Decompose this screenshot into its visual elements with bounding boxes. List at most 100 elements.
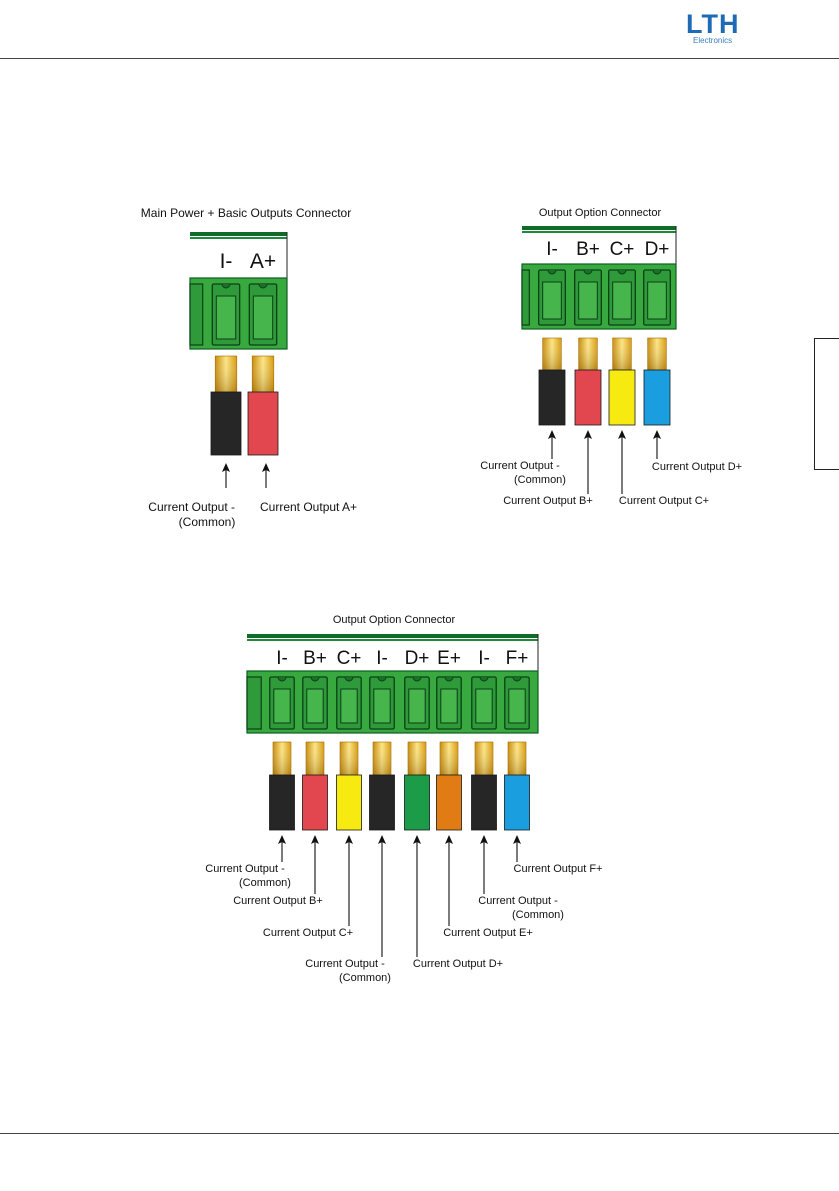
output-label: Current Output - [478,895,558,907]
terminal-screw-recess [612,281,632,320]
wire-ferrule-shade [612,338,632,370]
output-label: (Common) [512,909,564,921]
output-label: Current Output C+ [619,495,709,507]
terminal-notch [444,676,454,682]
wire-green [404,774,430,831]
wire-ferrule-shade [647,338,667,370]
terminal-label: I- [276,648,288,669]
terminal-screw-recess [475,688,493,724]
terminal-notch [277,676,287,682]
wire-black [538,369,566,426]
terminal-label: I- [220,250,233,273]
terminal-notch [512,676,522,682]
pointer-arrow-head [278,835,286,844]
wire-red [247,391,279,456]
terminal-notch [652,269,662,275]
terminal-screw-recess [252,295,274,340]
terminal-slot-partial [189,283,204,346]
output-label: Current Output C+ [263,927,353,939]
terminal-notch [479,676,489,682]
footer-rule [0,1133,839,1134]
output-label: (Common) [514,474,566,486]
output-label: (Common) [339,972,391,984]
terminal-notch [258,283,268,289]
wire-red [302,774,328,831]
terminal-label: I- [478,648,490,669]
connector-top-edge [190,237,287,239]
terminal-slot-partial [521,269,530,326]
wire-black [369,774,395,831]
wire-ferrule-shade [306,742,324,775]
connector-title: Output Option Connector [333,614,456,626]
wire-ferrule-shade [475,742,493,775]
terminal-screw-recess [408,688,426,724]
wire-blue [504,774,530,831]
terminal-screw-recess [440,688,458,724]
wire-black [471,774,497,831]
logo-sub-text: Electronics [693,36,733,45]
terminal-label: C+ [337,648,362,669]
terminal-screw-recess [215,295,237,340]
wire-red [574,369,602,426]
output-label: Current Output - [480,460,560,472]
pointer-arrow-head [480,835,488,844]
wire-orange [436,774,462,831]
connector-top-edge [522,231,676,233]
terminal-screw-recess [578,281,598,320]
wire-ferrule-shade [215,356,237,392]
terminal-screw-recess [306,688,324,724]
wire-ferrule-shade [440,742,458,775]
wire-yellow [336,774,362,831]
side-tab [814,338,839,470]
wire-ferrule-shade [508,742,526,775]
terminal-notch [617,269,627,275]
output-label: Current Output D+ [413,958,503,970]
connector-top-edge [247,634,538,638]
terminal-screw-recess [647,281,667,320]
terminal-label-strip [522,238,676,264]
pointer-arrow-head [653,430,661,439]
output-label: (Common) [179,515,236,529]
wire-ferrule-shade [252,356,274,392]
pointer-arrow-head [618,430,626,439]
output-label: Current Output - [148,500,235,514]
terminal-label: C+ [610,239,635,260]
terminal-notch [344,676,354,682]
wire-ferrule-shade [373,742,391,775]
wire-ferrule-shade [273,742,291,775]
output-label: Current Output D+ [652,461,742,473]
terminal-label: B+ [303,648,327,669]
terminal-label: I- [546,239,558,260]
output-label: Current Output F+ [514,863,603,875]
terminal-label-strip [190,246,287,278]
header-rule [0,58,839,59]
output-label: (Common) [239,877,291,889]
pointer-arrow-head [548,430,556,439]
output-label: Current Output A+ [260,500,357,514]
pointer-arrow-head [262,463,270,472]
output-label: Current Output B+ [503,495,593,507]
pointer-arrow-head [413,835,421,844]
connector-top-edge [522,226,676,230]
terminal-label: D+ [645,239,670,260]
wire-ferrule-shade [340,742,358,775]
connector-title: Output Option Connector [539,207,662,219]
pointer-arrow-head [345,835,353,844]
terminal-label: F+ [506,648,529,669]
terminal-label: E+ [437,648,461,669]
terminal-notch [583,269,593,275]
connector-top-edge [190,232,287,236]
terminal-label-strip [247,645,538,671]
connector-top-edge [247,639,538,641]
terminal-notch [221,283,231,289]
terminal-label: D+ [405,648,430,669]
pointer-arrow-head [513,835,521,844]
terminal-screw-recess [273,688,291,724]
wire-ferrule-shade [578,338,598,370]
connector-title: Main Power + Basic Outputs Connector [141,206,351,220]
terminal-label: A+ [250,250,276,273]
terminal-label: I- [376,648,388,669]
